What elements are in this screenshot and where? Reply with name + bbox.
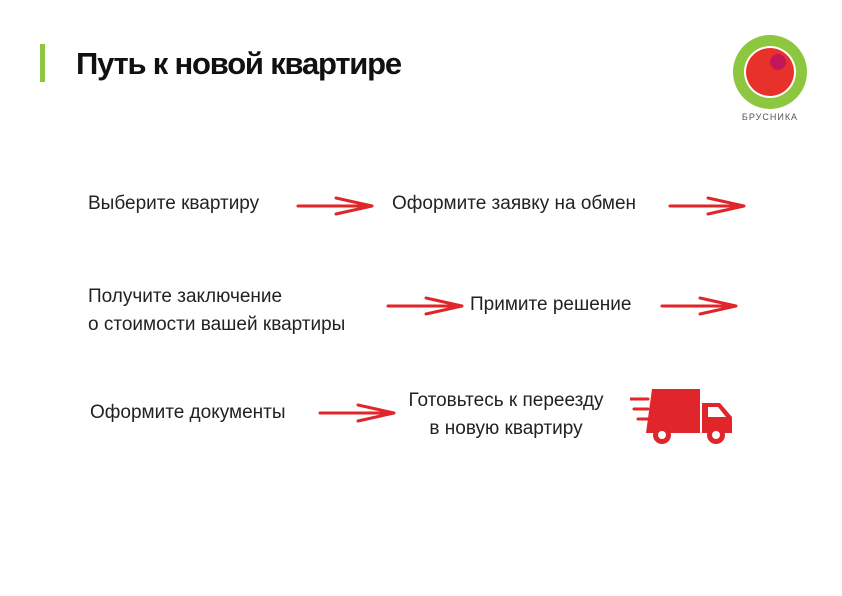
arrow-right-icon (660, 296, 738, 316)
delivery-truck-icon (630, 389, 732, 444)
arrow-right-icon (296, 196, 374, 216)
arrow-right-icon (668, 196, 746, 216)
title-accent-bar (40, 44, 45, 82)
step-choose-apartment: Выберите квартиру (88, 193, 260, 214)
step-decision: Примите решение (470, 294, 632, 315)
arrow-right-icon (386, 296, 464, 316)
step-documents: Оформите документы (90, 402, 286, 423)
arrow-right-icon (318, 403, 396, 423)
step-valuation-line2: о стоимости вашей квартиры (88, 314, 346, 335)
page-title: Путь к новой квартире (76, 46, 402, 81)
step-move-line1: Готовьтесь к переезду (408, 390, 604, 411)
step-move-line2: в новую квартиру (429, 418, 583, 439)
step-exchange-request: Оформите заявку на обмен (392, 193, 637, 214)
logo-text: БРУСНИКА (741, 112, 799, 122)
step-valuation-line1: Получите заключение (88, 286, 283, 307)
brusnika-logo-icon (733, 35, 807, 109)
